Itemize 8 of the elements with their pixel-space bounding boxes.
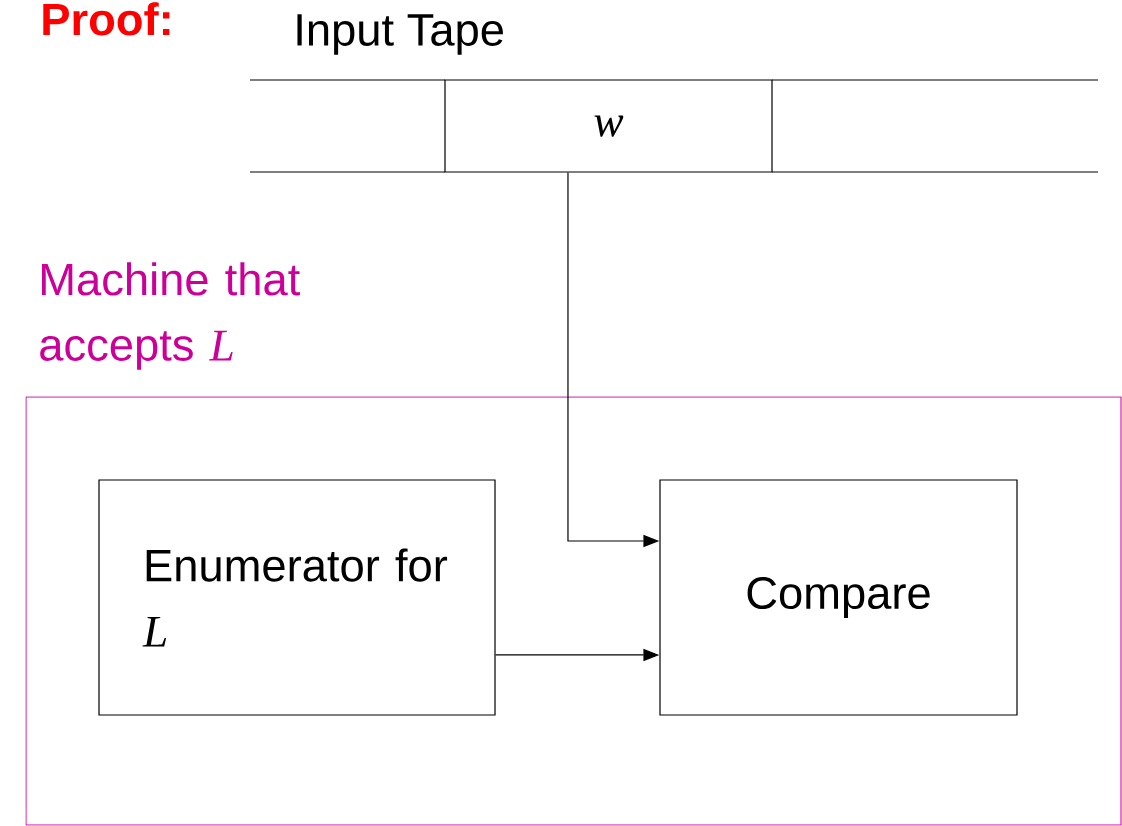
process-box: Compare — [659, 479, 1018, 716]
proof-heading: Proof: — [43, 2, 170, 36]
tape-cell — [771, 79, 1099, 173]
node-label: Machine that accepts L — [40, 262, 300, 370]
tape-cell — [249, 79, 446, 173]
process-box: Enumerator for L — [98, 479, 496, 716]
tape-label: Input Tape — [297, 14, 503, 55]
tape-cell: w — [444, 79, 773, 173]
